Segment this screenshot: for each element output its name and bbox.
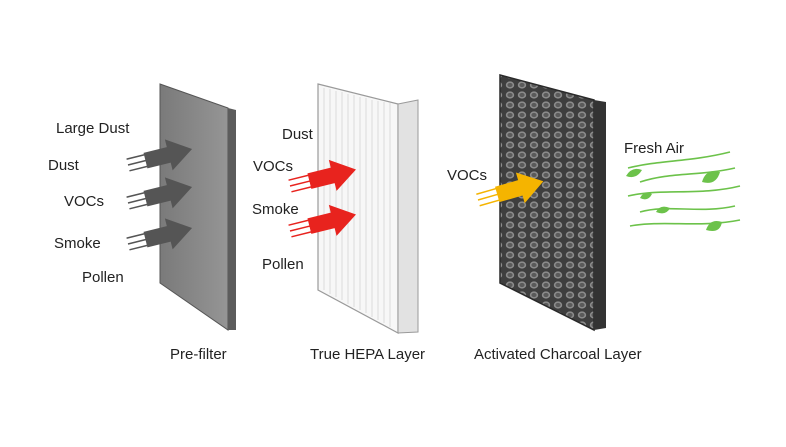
arrow-red-1 bbox=[288, 159, 356, 193]
prefilter-arrows bbox=[126, 139, 193, 251]
particle-label: Pollen bbox=[82, 269, 124, 286]
arrow-red-2 bbox=[288, 204, 356, 238]
leaf-icons bbox=[626, 168, 722, 231]
arrow-gray-1 bbox=[126, 139, 193, 172]
arrow-gray-3 bbox=[126, 218, 193, 251]
particle-label: VOCs bbox=[447, 167, 488, 184]
arrow-yellow-1 bbox=[476, 172, 544, 207]
prefilter-panel bbox=[159, 83, 236, 331]
charcoal-arrows bbox=[476, 172, 544, 207]
particle-label: Pollen bbox=[262, 256, 304, 273]
fresh-air-label: Fresh Air bbox=[624, 140, 685, 157]
stage-caption-hepa: True HEPA Layer bbox=[310, 346, 426, 363]
stage-caption-charcoal: Activated Charcoal Layer bbox=[474, 346, 642, 363]
hepa-arrows bbox=[288, 159, 356, 238]
fresh-air-flow bbox=[627, 151, 741, 227]
stage-caption-prefilter: Pre-filter bbox=[170, 346, 227, 363]
leaf-icon bbox=[656, 206, 670, 214]
leaf-icon bbox=[626, 168, 642, 178]
particle-label: VOCs bbox=[64, 193, 105, 210]
particle-label: Dust bbox=[282, 126, 313, 143]
arrow-gray-2 bbox=[126, 177, 193, 210]
particle-label: Large Dust bbox=[56, 120, 130, 137]
charcoal-panel bbox=[499, 74, 606, 332]
hepa-panel bbox=[317, 83, 419, 335]
particle-label: Smoke bbox=[54, 235, 101, 252]
leaf-icon bbox=[702, 171, 720, 183]
leaf-icon bbox=[706, 221, 722, 231]
leaf-icon bbox=[640, 192, 652, 200]
particle-label: Dust bbox=[48, 157, 79, 174]
particle-label: Smoke bbox=[252, 201, 299, 218]
particle-label: VOCs bbox=[253, 158, 294, 175]
